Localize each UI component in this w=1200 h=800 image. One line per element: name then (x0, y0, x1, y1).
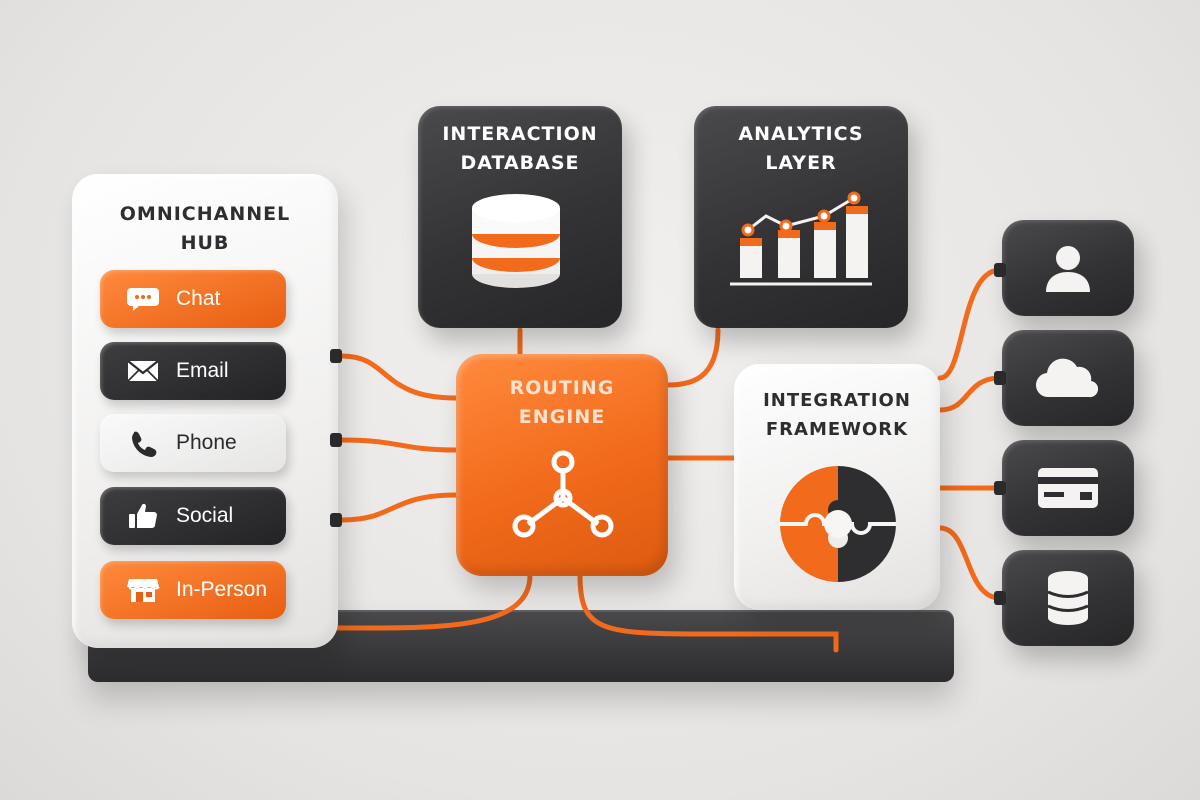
endpoint-cloud[interactable] (1002, 330, 1134, 426)
routing-title-line1: ROUTING (509, 377, 615, 399)
wire-analytics-routing (665, 327, 721, 388)
endpoint-port-1 (994, 263, 1006, 277)
db-title-line1: INTERACTION (442, 123, 598, 145)
wire-bottom-2 (577, 572, 839, 653)
routing-engine-panel (456, 354, 668, 576)
analytics-title-line1: ANALYTICS (738, 123, 864, 145)
channel-social[interactable]: Social (100, 487, 286, 545)
endpoint-user[interactable] (1002, 220, 1134, 316)
endpoint-port-2 (994, 371, 1006, 385)
analytics-layer-title: ANALYTICS LAYER (694, 120, 908, 178)
hub-title-line1: OMNICHANNEL (119, 203, 291, 225)
chat-bubble-icon (124, 284, 162, 314)
integration-framework-title: INTEGRATION FRAMEWORK (734, 386, 940, 444)
channel-chat[interactable]: Chat (100, 270, 286, 328)
network-nodes-icon (512, 450, 614, 538)
endpoint-port-4 (994, 591, 1006, 605)
routing-title-line2: ENGINE (518, 406, 606, 428)
channel-chat-label: Chat (176, 287, 221, 310)
db-title-line2: DATABASE (460, 152, 580, 174)
integration-title-line2: FRAMEWORK (765, 419, 909, 440)
endpoint-port-3 (994, 481, 1006, 495)
puzzle-circle-icon (780, 466, 896, 582)
storefront-icon (124, 575, 162, 605)
wire-int-ep1 (937, 267, 1003, 381)
wire-hub-routing-3 (339, 492, 459, 523)
endpoint-database[interactable] (1002, 550, 1134, 646)
hub-port-1 (330, 349, 342, 363)
user-icon (1002, 220, 1134, 316)
phone-icon (124, 428, 162, 458)
hub-title-line2: HUB (180, 232, 230, 254)
integration-title-line1: INTEGRATION (763, 390, 911, 411)
envelope-icon (124, 356, 162, 386)
routing-engine-title: ROUTING ENGINE (456, 374, 668, 432)
channel-email[interactable]: Email (100, 342, 286, 400)
hub-port-3 (330, 513, 342, 527)
analytics-layer-panel (694, 106, 908, 328)
bar-line-chart-icon (730, 191, 872, 286)
wire-bottom-1 (327, 572, 533, 631)
endpoint-payment[interactable] (1002, 440, 1134, 536)
cloud-icon (1002, 330, 1134, 426)
credit-card-icon (1002, 440, 1134, 536)
database-stack-icon (472, 194, 560, 288)
channel-social-label: Social (176, 504, 234, 527)
channel-phone[interactable]: Phone (100, 414, 286, 472)
analytics-title-line2: LAYER (765, 152, 837, 174)
channel-in-person-label: In-Person (176, 578, 268, 601)
wire-int-ep2 (937, 375, 1003, 413)
hub-port-2 (330, 433, 342, 447)
channel-phone-label: Phone (176, 431, 237, 454)
wire-int-ep4 (937, 525, 1003, 601)
database-icon (1002, 550, 1134, 646)
interaction-database-title: INTERACTION DATABASE (418, 120, 622, 178)
channel-email-label: Email (176, 359, 229, 382)
omnichannel-hub-title: OMNICHANNEL HUB (72, 200, 338, 258)
thumbs-up-icon (124, 501, 162, 531)
wire-hub-routing-2 (339, 437, 459, 453)
channel-in-person[interactable]: In-Person (100, 561, 286, 619)
wire-hub-routing-1 (339, 353, 459, 401)
